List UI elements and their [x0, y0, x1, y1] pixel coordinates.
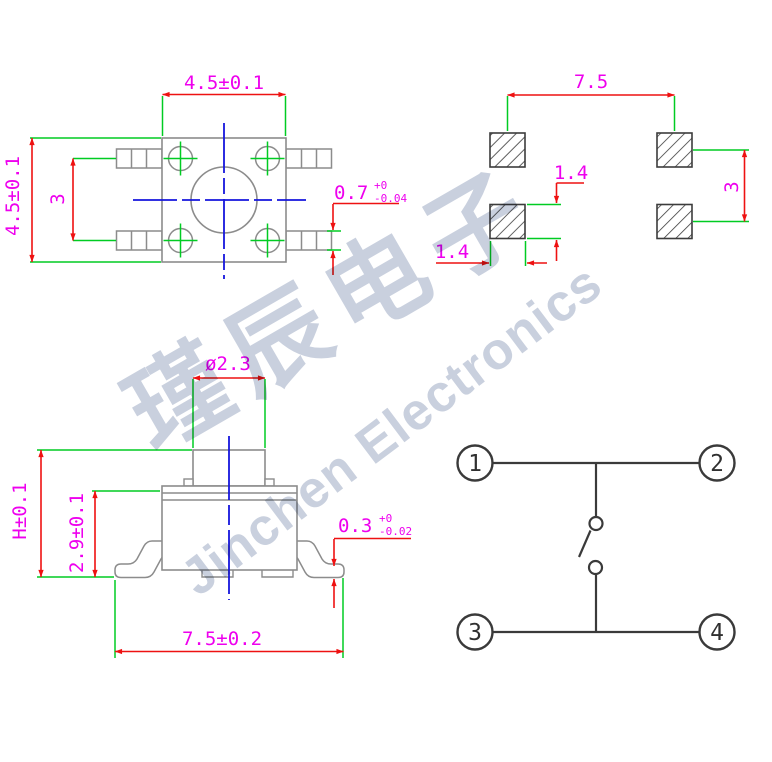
- pin-3-label: 3: [468, 620, 482, 646]
- pin-terminals: [456, 444, 736, 651]
- dim-body-height: 2.9±0.1: [66, 493, 88, 573]
- dim-lead-thickness: 0.3: [338, 515, 372, 537]
- base-feet: [201, 570, 294, 578]
- dim-actuator-diameter: ø2.3: [205, 353, 251, 375]
- center-lines: [133, 123, 306, 279]
- dim-lead-thickness-tol-minus: -0.02: [379, 525, 412, 538]
- gull-wing-leads: [114, 540, 345, 579]
- top-view-dimension-lines: [29, 91, 399, 275]
- dim-top-height: 4.5±0.1: [2, 156, 24, 236]
- land-pattern: 7.5 1.4 1.4 3: [435, 71, 749, 266]
- side-view: ø2.3 H±0.1 2.9±0.1 0.3 +0 -0.02 7.5±0.2: [9, 353, 412, 658]
- solder-pads: [489, 132, 693, 240]
- schematic-wires: [493, 461, 699, 634]
- dim-total-height: H±0.1: [9, 482, 31, 539]
- top-view-extension-lines: [30, 96, 341, 263]
- dim-pin-pitch: 3: [47, 193, 69, 204]
- dim-pad-width: 1.4: [435, 241, 469, 263]
- pin-4-label: 4: [710, 620, 724, 646]
- side-dimension-lines: [38, 375, 411, 655]
- pin-2-label: 2: [710, 451, 724, 477]
- top-view-pins: [115, 148, 333, 251]
- dim-row-pitch: 3: [721, 181, 743, 192]
- pin-1-label: 1: [468, 451, 482, 477]
- dim-lead-thickness-tol-plus: +0: [379, 512, 392, 525]
- top-view: 4.5±0.1 4.5±0.1 3 0.7 +0 -0.04: [2, 72, 407, 279]
- dim-pin-width-tol-minus: -0.04: [374, 192, 407, 205]
- land-extension-lines: [489, 96, 749, 266]
- dim-pin-width: 0.7: [334, 182, 368, 204]
- switch-contacts: [587, 515, 604, 576]
- land-dimension-lines: [436, 92, 748, 266]
- terminal-cross-marks: [163, 141, 285, 258]
- switch-arm: [577, 530, 592, 558]
- dim-pad-span: 7.5: [574, 71, 608, 93]
- dim-pin-width-tol-plus: +0: [374, 179, 387, 192]
- dim-pad-height: 1.4: [554, 162, 588, 184]
- side-extension-lines: [37, 379, 344, 658]
- dim-top-width: 4.5±0.1: [184, 72, 264, 94]
- dim-lead-span: 7.5±0.2: [182, 628, 262, 650]
- schematic: 1 2 3 4: [456, 444, 736, 651]
